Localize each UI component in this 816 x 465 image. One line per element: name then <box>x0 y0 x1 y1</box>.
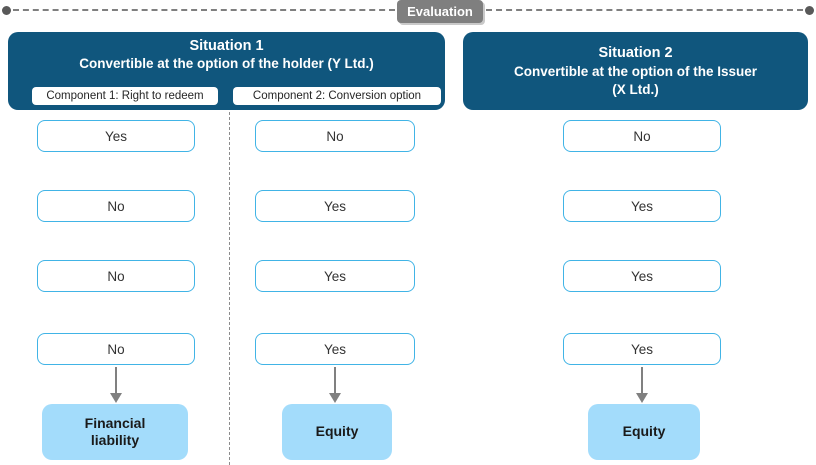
sit1-comp2-result-label: Equity <box>315 423 359 440</box>
situation1-header: Situation 1 Convertible at the option of… <box>8 32 445 110</box>
connector-dash-left <box>13 9 395 11</box>
sit1-comp1-answer-2: No <box>37 190 195 222</box>
sit2-answer-2: Yes <box>563 190 721 222</box>
arrow-icon <box>334 367 336 395</box>
arrow-head-icon <box>329 393 341 403</box>
situation2-subtitle: Convertible at the option of the Issuer … <box>513 64 758 97</box>
component-column-divider <box>229 112 230 465</box>
sit1-comp1-answer-4: No <box>37 333 195 365</box>
sit1-comp1-answer-3: No <box>37 260 195 292</box>
situation1-subtitle: Convertible at the option of the holder … <box>79 56 374 71</box>
component1-tag: Component 1: Right to redeem <box>32 87 218 105</box>
situation2-title: Situation 2 <box>598 45 673 61</box>
situation2-header: Situation 2 Convertible at the option of… <box>463 32 808 110</box>
component2-tag: Component 2: Conversion option <box>233 87 441 105</box>
sit2-answer-3: Yes <box>563 260 721 292</box>
sit1-comp1-result-label: Financial liability <box>84 414 146 449</box>
arrow-icon <box>115 367 117 395</box>
connector-right-dot-icon <box>805 6 814 15</box>
sit1-comp2-answer-1: No <box>255 120 415 152</box>
sit2-result: Equity <box>588 404 700 460</box>
arrow-icon <box>641 367 643 395</box>
arrow-head-icon <box>110 393 122 403</box>
arrow-head-icon <box>636 393 648 403</box>
sit1-comp2-answer-4: Yes <box>255 333 415 365</box>
sit1-comp2-answer-2: Yes <box>255 190 415 222</box>
sit1-comp1-answer-1: Yes <box>37 120 195 152</box>
connector-left-dot-icon <box>2 6 11 15</box>
connector-dash-right <box>486 9 803 11</box>
sit1-comp1-result: Financial liability <box>42 404 188 460</box>
sit2-answer-1: No <box>563 120 721 152</box>
sit1-comp2-answer-3: Yes <box>255 260 415 292</box>
sit1-comp2-result: Equity <box>282 404 392 460</box>
situation1-title: Situation 1 <box>189 38 264 54</box>
sit2-answer-4: Yes <box>563 333 721 365</box>
evaluation-label: Evaluation <box>397 0 483 23</box>
sit2-result-label: Equity <box>622 423 666 440</box>
